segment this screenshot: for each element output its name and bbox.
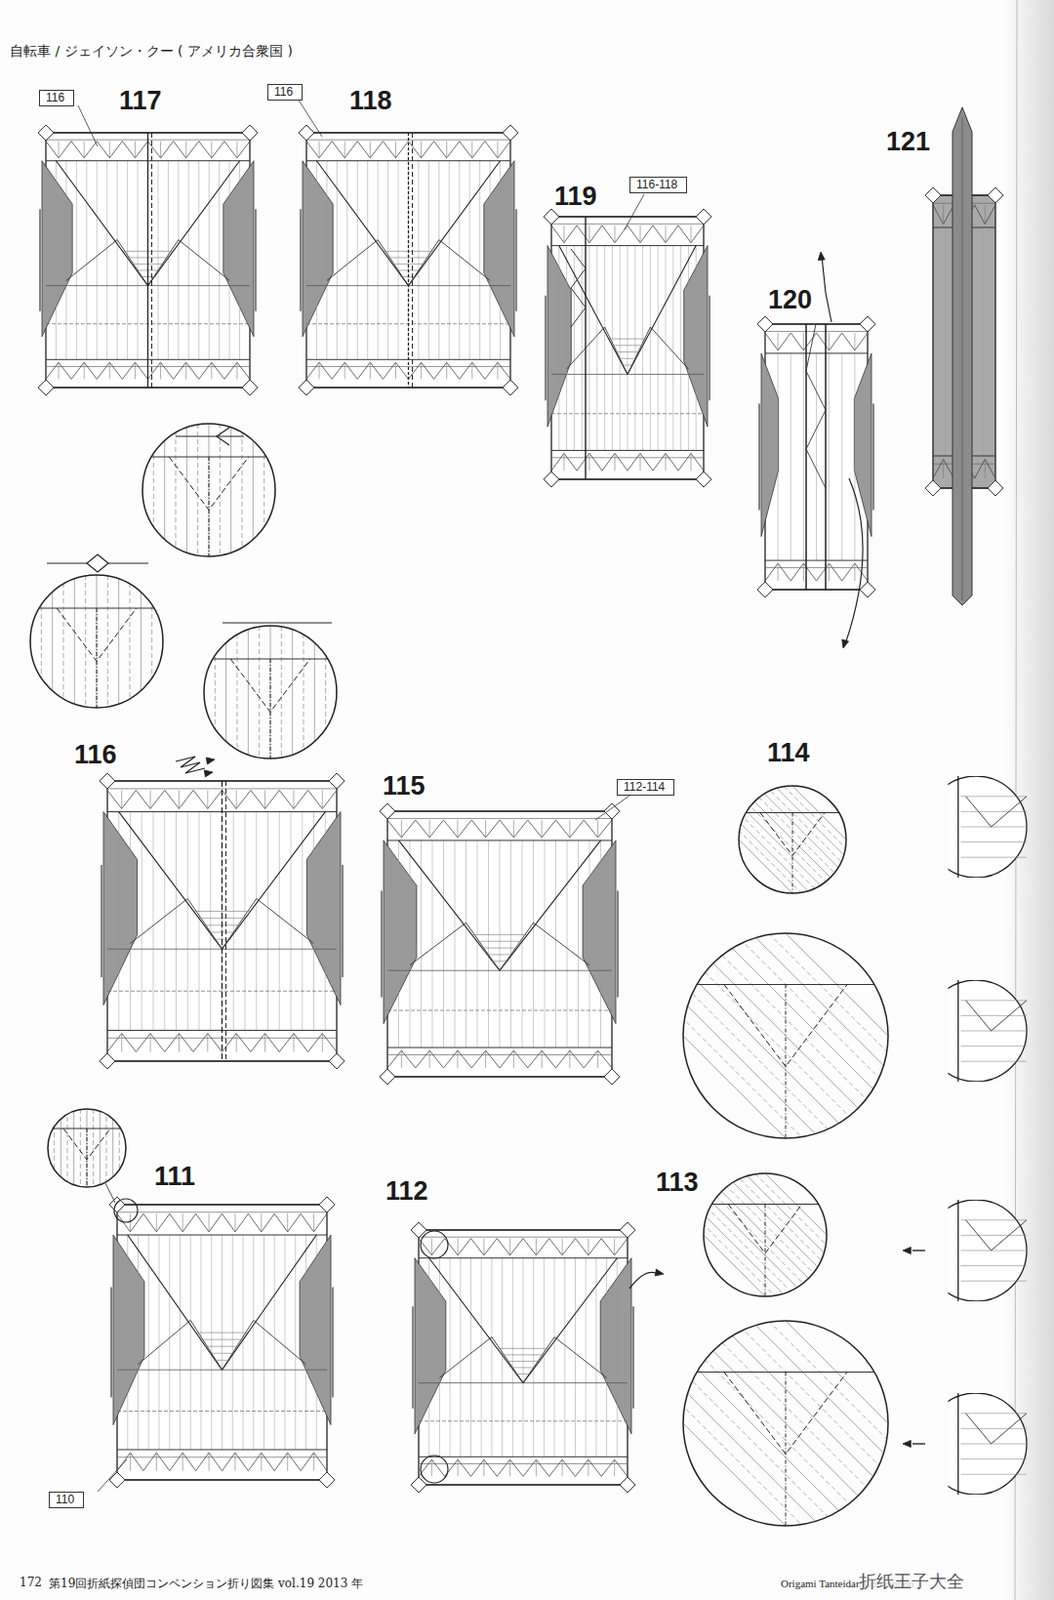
step-number: 112 xyxy=(385,1175,429,1207)
step-number: 113 xyxy=(655,1167,699,1198)
reference-step: 116 xyxy=(274,84,296,100)
page-title: 自転車 / ジェイソン・クー ( アメリカ合衆国 ) xyxy=(9,42,293,61)
reference-box: 116-118 xyxy=(629,176,688,194)
step-number: 115 xyxy=(382,770,426,802)
reference-step: 112-114 xyxy=(623,779,668,795)
reference-box: 116 xyxy=(267,83,303,101)
step-number: 118 xyxy=(349,85,393,117)
step-number: 116 xyxy=(74,739,118,771)
reference-box: 116 xyxy=(39,89,75,107)
step-number: 117 xyxy=(119,85,163,117)
reference-box: 110 xyxy=(48,1491,84,1508)
reference-step: 110 xyxy=(55,1492,78,1507)
step-number: 119 xyxy=(554,181,598,212)
reference-step: 116 xyxy=(45,90,68,106)
reference-step: 116-118 xyxy=(636,177,681,193)
watermark: 折纸王子大全 xyxy=(858,1569,965,1593)
step-number: 111 xyxy=(154,1161,196,1192)
book-title: 第19回折紙探偵団コンベンション折り図集 vol.19 2013 年 xyxy=(48,1575,364,1592)
step-number: 120 xyxy=(768,284,812,316)
step-number: 114 xyxy=(767,737,811,769)
page-number: 172 xyxy=(19,1575,42,1589)
reference-box: 112-114 xyxy=(616,778,675,796)
step-number: 121 xyxy=(886,126,931,158)
